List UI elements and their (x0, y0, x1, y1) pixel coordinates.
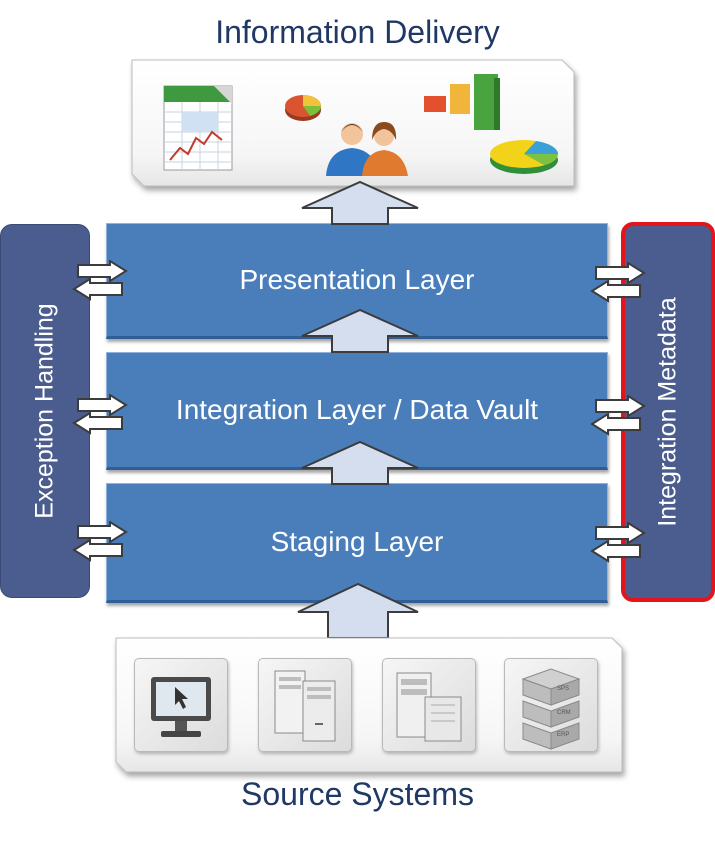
right-exchange-arrow-staging (590, 522, 646, 563)
db-label-erp: ERP (557, 732, 569, 738)
3d-pie-chart-icon (490, 140, 558, 174)
up-arrow-to-presentation (301, 308, 419, 353)
db-label-sps: SPS (557, 686, 569, 692)
server-tower-icon (396, 672, 462, 742)
server-tower-tile (382, 658, 476, 752)
bar-chart-icon (424, 74, 500, 130)
desktop-computer-tile (134, 658, 228, 752)
servers-icon (274, 670, 336, 742)
exception-handling-label: Exception Handling (30, 303, 59, 519)
source-systems-title: Source Systems (241, 776, 474, 812)
pie-chart-icon (285, 95, 321, 121)
left-exchange-arrow-presentation (72, 260, 128, 301)
db-label-crm: CRM (557, 710, 571, 716)
source-systems-card (115, 637, 623, 773)
spreadsheet-chart-icon (163, 85, 233, 171)
right-exchange-arrow-integration (590, 395, 646, 436)
information-delivery-title: Information Delivery (215, 14, 500, 50)
staging-layer-label: Staging Layer (270, 526, 444, 557)
presentation-layer-label: Presentation Layer (239, 264, 475, 295)
integration-layer-label: Integration Layer / Data Vault (175, 394, 539, 425)
up-arrow-to-delivery (301, 180, 419, 225)
right-exchange-arrow-presentation (590, 262, 646, 303)
database-stack-tile: SPS CRM ERP (504, 658, 598, 752)
integration-metadata-label: Integration Metadata (653, 297, 682, 527)
servers-tile (258, 658, 352, 752)
users-icon (326, 122, 408, 176)
database-stack-icon: SPS CRM ERP (521, 668, 581, 750)
desktop-computer-icon (151, 677, 211, 737)
left-exchange-arrow-integration (72, 394, 128, 435)
up-arrow-to-staging (297, 582, 419, 639)
left-exchange-arrow-staging (72, 521, 128, 562)
up-arrow-to-integration (301, 440, 419, 485)
